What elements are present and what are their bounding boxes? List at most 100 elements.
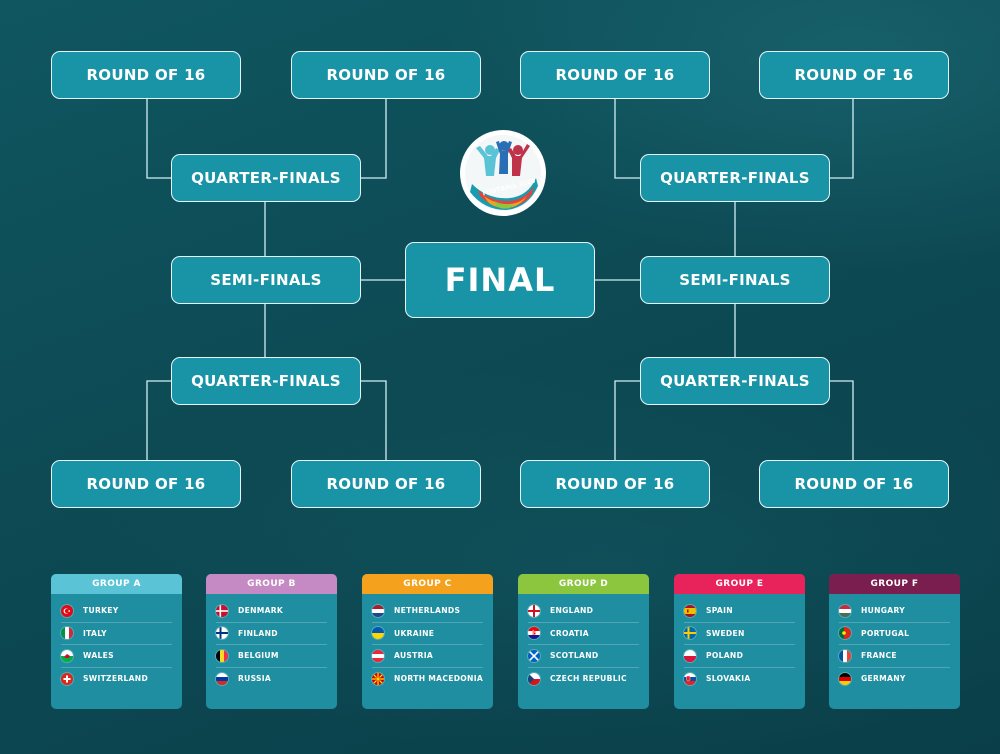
germany-flag-icon <box>839 672 851 685</box>
group-team-list: NETHERLANDS UKRAINE AUSTRIA NORTH MACEDONIA <box>362 594 493 690</box>
team-row[interactable]: DENMARK <box>216 600 327 623</box>
france-flag-icon <box>839 649 851 662</box>
portugal-flag-icon <box>839 627 851 640</box>
team-name: SCOTLAND <box>550 651 599 661</box>
team-row[interactable]: SWITZERLAND <box>61 668 172 691</box>
team-name: AUSTRIA <box>394 651 434 661</box>
team-row[interactable]: NORTH MACEDONIA <box>372 668 483 691</box>
team-name: CROATIA <box>550 628 589 638</box>
connector-right-top-r16b <box>828 98 854 179</box>
team-name: WALES <box>83 651 114 661</box>
russia-flag-icon <box>216 672 228 685</box>
team-row[interactable]: SWEDEN <box>684 623 795 645</box>
team-name: TURKEY <box>83 606 119 616</box>
team-name: SWEDEN <box>706 628 745 638</box>
round-of-16-box[interactable]: ROUND OF 16 <box>520 460 710 508</box>
quarter-finals-box[interactable]: QUARTER-FINALS <box>640 154 830 202</box>
connector-left-top-r16a <box>146 98 172 179</box>
group-header: GROUP D <box>518 574 649 594</box>
final-box[interactable]: FINAL <box>405 242 595 318</box>
team-name: BELGIUM <box>238 651 279 661</box>
switzerland-flag-icon <box>61 672 73 685</box>
team-row[interactable]: ENGLAND <box>528 600 639 623</box>
group-card: GROUP A TURKEY ITALY WALES SWITZERLAND <box>51 574 182 709</box>
team-row[interactable]: WALES <box>61 645 172 668</box>
team-name: RUSSIA <box>238 674 272 684</box>
group-header: GROUP B <box>206 574 337 594</box>
celebrating-figures-logo-icon: FOOTBALL 2020 <box>458 128 548 218</box>
connector-left-bottom-r16a <box>146 380 172 460</box>
team-name: FINLAND <box>238 628 278 638</box>
group-card: GROUP B DENMARK FINLAND BELGIUM RUSSIA <box>206 574 337 709</box>
ukraine-flag-icon <box>372 627 384 640</box>
team-name: SPAIN <box>706 606 733 616</box>
scotland-flag-icon <box>528 649 540 662</box>
team-row[interactable]: SCOTLAND <box>528 645 639 668</box>
semi-finals-box[interactable]: SEMI-FINALS <box>171 256 361 304</box>
round-of-16-box[interactable]: ROUND OF 16 <box>759 51 949 99</box>
team-row[interactable]: UKRAINE <box>372 623 483 645</box>
round-of-16-box[interactable]: ROUND OF 16 <box>51 460 241 508</box>
denmark-flag-icon <box>216 604 228 617</box>
team-name: UKRAINE <box>394 628 435 638</box>
semi-finals-box[interactable]: SEMI-FINALS <box>640 256 830 304</box>
team-row[interactable]: PORTUGAL <box>839 623 950 645</box>
austria-flag-icon <box>372 649 384 662</box>
round-of-16-box[interactable]: ROUND OF 16 <box>291 51 481 99</box>
team-row[interactable]: NETHERLANDS <box>372 600 483 623</box>
round-of-16-box[interactable]: ROUND OF 16 <box>291 460 481 508</box>
team-row[interactable]: HUNGARY <box>839 600 950 623</box>
connector-left-top-r16b <box>360 98 387 179</box>
croatia-flag-icon <box>528 627 540 640</box>
italy-flag-icon <box>61 627 73 640</box>
connector-right-bottom-r16b <box>828 380 854 460</box>
czech-republic-flag-icon <box>528 672 540 685</box>
team-name: SWITZERLAND <box>83 674 149 684</box>
round-of-16-box[interactable]: ROUND OF 16 <box>759 460 949 508</box>
quarter-finals-box[interactable]: QUARTER-FINALS <box>171 357 361 405</box>
team-name: NORTH MACEDONIA <box>394 674 484 684</box>
north-macedonia-flag-icon <box>372 672 384 685</box>
group-header: GROUP A <box>51 574 182 594</box>
team-row[interactable]: FINLAND <box>216 623 327 645</box>
team-row[interactable]: GERMANY <box>839 668 950 691</box>
wales-flag-icon <box>61 649 73 662</box>
round-of-16-box[interactable]: ROUND OF 16 <box>520 51 710 99</box>
quarter-finals-box[interactable]: QUARTER-FINALS <box>171 154 361 202</box>
team-row[interactable]: CZECH REPUBLIC <box>528 668 639 691</box>
group-card: GROUP D ENGLAND CROATIA SCOTLAND CZECH REPUB… <box>518 574 649 709</box>
team-row[interactable]: AUSTRIA <box>372 645 483 668</box>
group-card: GROUP C NETHERLANDS UKRAINE AUSTRIA NORTH MA… <box>362 574 493 709</box>
group-team-list: ENGLAND CROATIA SCOTLAND CZECH REPUBLIC <box>518 594 649 690</box>
team-row[interactable]: ITALY <box>61 623 172 645</box>
spain-flag-icon <box>684 604 696 617</box>
team-row[interactable]: SPAIN <box>684 600 795 623</box>
group-header: GROUP F <box>829 574 960 594</box>
group-team-list: TURKEY ITALY WALES SWITZERLAND <box>51 594 182 690</box>
team-row[interactable]: TURKEY <box>61 600 172 623</box>
connector-right-top-r16a <box>614 98 640 179</box>
netherlands-flag-icon <box>372 604 384 617</box>
england-flag-icon <box>528 604 540 617</box>
team-row[interactable]: SLOVAKIA <box>684 668 795 691</box>
team-row[interactable]: BELGIUM <box>216 645 327 668</box>
team-row[interactable]: POLAND <box>684 645 795 668</box>
team-name: NETHERLANDS <box>394 606 461 616</box>
team-name: FRANCE <box>861 651 897 661</box>
group-header: GROUP C <box>362 574 493 594</box>
sweden-flag-icon <box>684 627 696 640</box>
team-row[interactable]: RUSSIA <box>216 668 327 691</box>
team-row[interactable]: FRANCE <box>839 645 950 668</box>
team-name: DENMARK <box>238 606 284 616</box>
quarter-finals-box[interactable]: QUARTER-FINALS <box>640 357 830 405</box>
round-of-16-box[interactable]: ROUND OF 16 <box>51 51 241 99</box>
slovakia-flag-icon <box>684 672 696 685</box>
team-row[interactable]: CROATIA <box>528 623 639 645</box>
group-team-list: DENMARK FINLAND BELGIUM RUSSIA <box>206 594 337 690</box>
